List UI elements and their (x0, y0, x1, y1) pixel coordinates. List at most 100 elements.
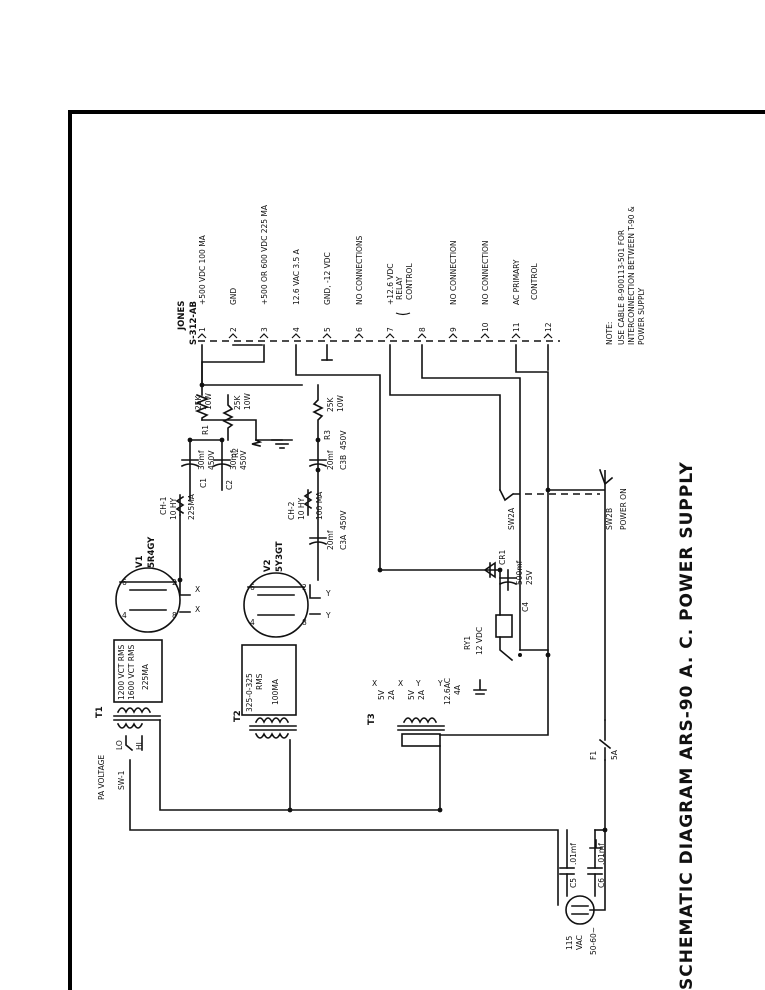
connector-pin-11-number: 11 (512, 322, 521, 332)
t3-sec6: 4A (453, 684, 462, 695)
t3-y2: Y (437, 679, 443, 688)
t2-sec2: RMS (255, 673, 264, 690)
v2-pin2: 2 (302, 583, 307, 592)
ac-input-3: 50-60~ (589, 927, 598, 955)
c1-val: 30mf (197, 450, 206, 470)
t2-sec1: 325-0-325 (245, 673, 254, 712)
junction-dot (287, 807, 293, 813)
v1-pin2: 2 (172, 578, 177, 587)
junction-dot (187, 437, 193, 443)
r3-ref: R3 (323, 430, 332, 440)
ch1-ref: CH-1 (159, 496, 168, 515)
note-line1: USE CABLE 8-900113-501 FOR (617, 230, 626, 345)
v2-type: 5Y3GT (275, 541, 285, 572)
c6-val: .01mf (597, 843, 606, 865)
c5-ref: C5 (569, 878, 578, 888)
ch2-val1: 10 HY (297, 497, 306, 520)
r2-value: 25K (233, 394, 242, 410)
c1-v: 450V (207, 450, 216, 470)
connector-pin-6 (354, 333, 364, 339)
t2-sec3: 100MA (271, 678, 280, 705)
ac-input-2: VAC (575, 935, 584, 950)
ch1-val1: 10 HY (169, 497, 178, 520)
page-title: SCHEMATIC DIAGRAM ARS-90 A. C. POWER SUP… (677, 461, 697, 990)
cap-c1-plate2 (180, 463, 200, 468)
t3-sec2: 2A (387, 689, 396, 700)
v2-pin4: 4 (250, 618, 255, 627)
r1-ref: R1 (201, 425, 210, 435)
frame-border (68, 110, 765, 990)
resistor-r3 (312, 384, 324, 441)
r3-value: 25K (326, 396, 335, 412)
connector-pin-8-number: 8 (418, 327, 427, 332)
c4-val: 500mf (515, 560, 524, 585)
junction-dot (219, 437, 225, 443)
connector-pin-11-label: AC PRIMARY (512, 259, 521, 305)
v1-pin4: 4 (122, 611, 127, 620)
connector-pin-1-label: +500 VDC 100 MA (198, 234, 207, 305)
junction-dot (545, 487, 551, 493)
c3a-v: 450V (339, 510, 348, 530)
gnd-c5c6 (589, 839, 603, 849)
v1-pin8: 8 (172, 611, 177, 620)
ch2-val2: 100 MA (315, 491, 324, 520)
diode-cr1 (483, 561, 496, 579)
c3b-v: 450V (339, 430, 348, 450)
wire-pin1 (201, 344, 303, 386)
connector-pin-8 (417, 333, 427, 339)
t3-sec1: 5V (377, 689, 386, 700)
connector-pin-3-number: 3 (260, 327, 269, 332)
connector-pin-10 (480, 333, 490, 339)
gnd-t3 (473, 679, 487, 695)
connector-jones: JONES S-312-AB 1+500 VDC 100 MA2GND3+500… (177, 204, 560, 345)
t1-sec1: 1200 VCT RMS (117, 645, 126, 700)
ry1-voltage: 12 VDC (475, 627, 484, 655)
t3-sec3: 5V (407, 689, 416, 700)
c3a-ref: C3A (339, 534, 348, 550)
connector-pin-1 (197, 333, 207, 339)
junction-dot (602, 827, 608, 833)
v1-pin6: 6 (122, 578, 127, 587)
connector-pin-6-number: 6 (355, 327, 364, 332)
wire-pin3 (201, 344, 265, 386)
connector-pin-9 (448, 333, 458, 339)
connector-pin-3 (259, 333, 269, 339)
junction-dot (315, 467, 321, 473)
v1-ref: V1 (135, 555, 145, 568)
v1-x1: X (195, 585, 200, 594)
t3-sec5: 12.6AC (443, 678, 452, 705)
connector-pin-7-label: +12.6 VDC (386, 263, 395, 305)
t1-hi: HI (135, 742, 144, 750)
tube-v1-envelope (115, 567, 181, 633)
relay-brace (395, 312, 411, 316)
connector-part: S-312-AB (189, 301, 199, 345)
choke-ch1 (175, 494, 185, 516)
ch2-ref: CH-2 (287, 501, 296, 520)
r2-ref: R2 (231, 448, 240, 458)
t1-ref: T1 (95, 706, 105, 718)
v2-ref: V2 (263, 559, 273, 572)
transformer-t1: T1 1200 VCT RMS 1600 VCT RMS 225MA LO HI (95, 639, 163, 750)
connector-pin-6-label: NO CONNECTIONS (355, 235, 364, 305)
sw2b-label: SW2B (605, 508, 614, 530)
v2-pin6: 6 (250, 583, 255, 592)
v2-y2: Y (325, 611, 331, 620)
connector-pin-5-label: GND, -12 VDC (323, 252, 332, 305)
connector-pin-2-number: 2 (229, 327, 238, 332)
relay-label: RELAY (395, 276, 404, 300)
pa-voltage-label: PA VOLTAGE (97, 755, 106, 800)
connector-pin-5 (322, 333, 332, 339)
fuse-f1 (598, 738, 612, 750)
connector-pin-12 (543, 333, 553, 339)
junction-dot (315, 437, 321, 443)
junction-dot (437, 807, 443, 813)
f1-ref: F1 (589, 751, 598, 760)
c5-val: .01mf (569, 843, 578, 865)
wire-pin8 (421, 344, 521, 651)
connector-pin-1-number: 1 (198, 327, 207, 332)
connector-pin-4-number: 4 (292, 327, 301, 332)
junction-dot (545, 652, 551, 658)
r3-watts: 10W (336, 394, 345, 412)
